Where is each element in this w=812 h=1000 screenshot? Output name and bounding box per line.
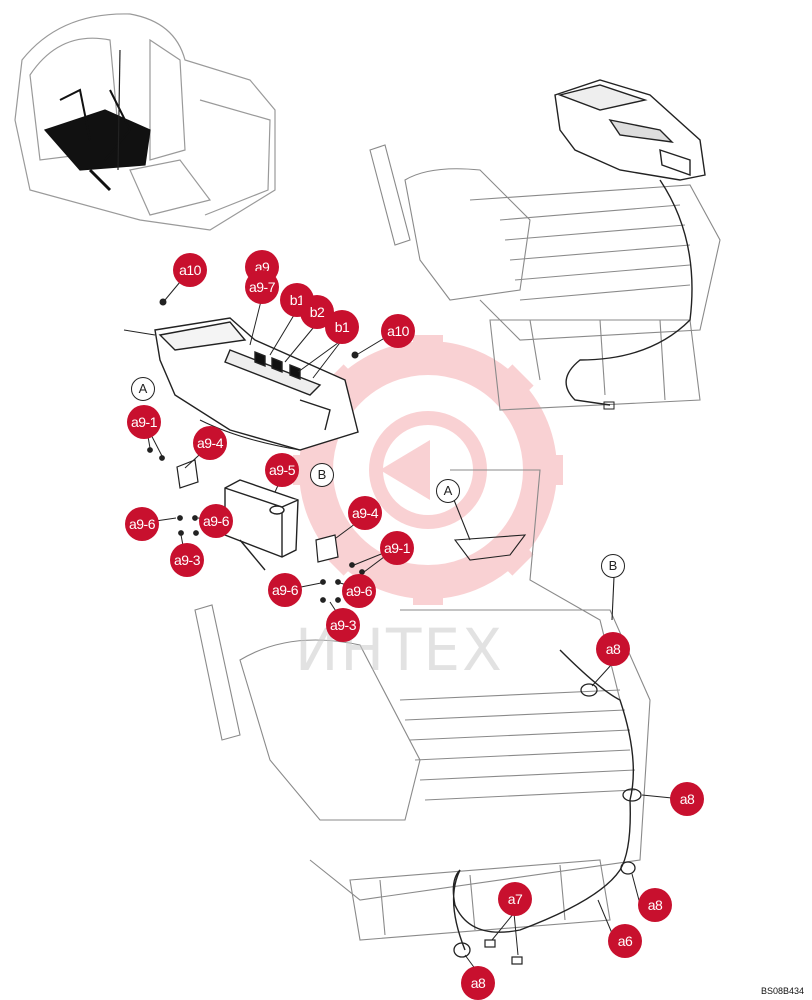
callout-a9-1-right[interactable]: a9-1 [380,531,414,565]
callout-a9-6-left2[interactable]: a9-6 [199,504,233,538]
callout-a9-4-left[interactable]: a9-4 [193,426,227,460]
callout-a8-lower[interactable]: a8 [638,888,672,922]
callout-a9-6-mid[interactable]: a9-6 [268,573,302,607]
figure-code: BS08B434 [760,986,804,996]
callout-a8-bottom[interactable]: a8 [461,966,495,1000]
callout-a9-7[interactable]: a9-7 [245,270,279,304]
upper-wire-harness [565,179,693,406]
callout-a9-6-right[interactable]: a9-6 [342,574,376,608]
callout-a9-3-right[interactable]: a9-3 [326,608,360,642]
console-exploded-view [154,317,359,451]
upper-console-illustration [554,79,706,181]
harness-connectors [484,939,523,965]
callout-a6[interactable]: a6 [608,924,642,958]
cab-overview-illustration [14,13,276,231]
upper-connector [603,401,615,410]
callout-b1-mid[interactable]: b1 [325,310,359,344]
callout-a8-upper[interactable]: a8 [596,632,630,666]
callout-a10-mid[interactable]: a10 [381,314,415,348]
lower-seat-assembly [194,469,651,941]
lower-leader-lines [464,663,673,971]
lower-wire-harness [452,649,635,951]
callout-a10-top[interactable]: a10 [173,253,207,287]
mounting-brackets [176,459,339,563]
upper-seat-assembly [369,144,721,411]
ref-a-right: A [436,479,460,503]
callout-a9-4-right[interactable]: a9-4 [348,496,382,530]
ref-b-right: B [601,554,625,578]
callout-a7[interactable]: a7 [498,882,532,916]
callout-a9-1-left[interactable]: a9-1 [127,405,161,439]
ref-b-left: B [310,463,334,487]
callout-a9-3-left[interactable]: a9-3 [170,543,204,577]
harness-clamps [453,683,642,958]
ref-a-left: A [131,377,155,401]
callout-a9-6-left[interactable]: a9-6 [125,507,159,541]
callout-a8-mid[interactable]: a8 [670,782,704,816]
callout-a9-5[interactable]: a9-5 [265,453,299,487]
controller-box [224,479,299,571]
